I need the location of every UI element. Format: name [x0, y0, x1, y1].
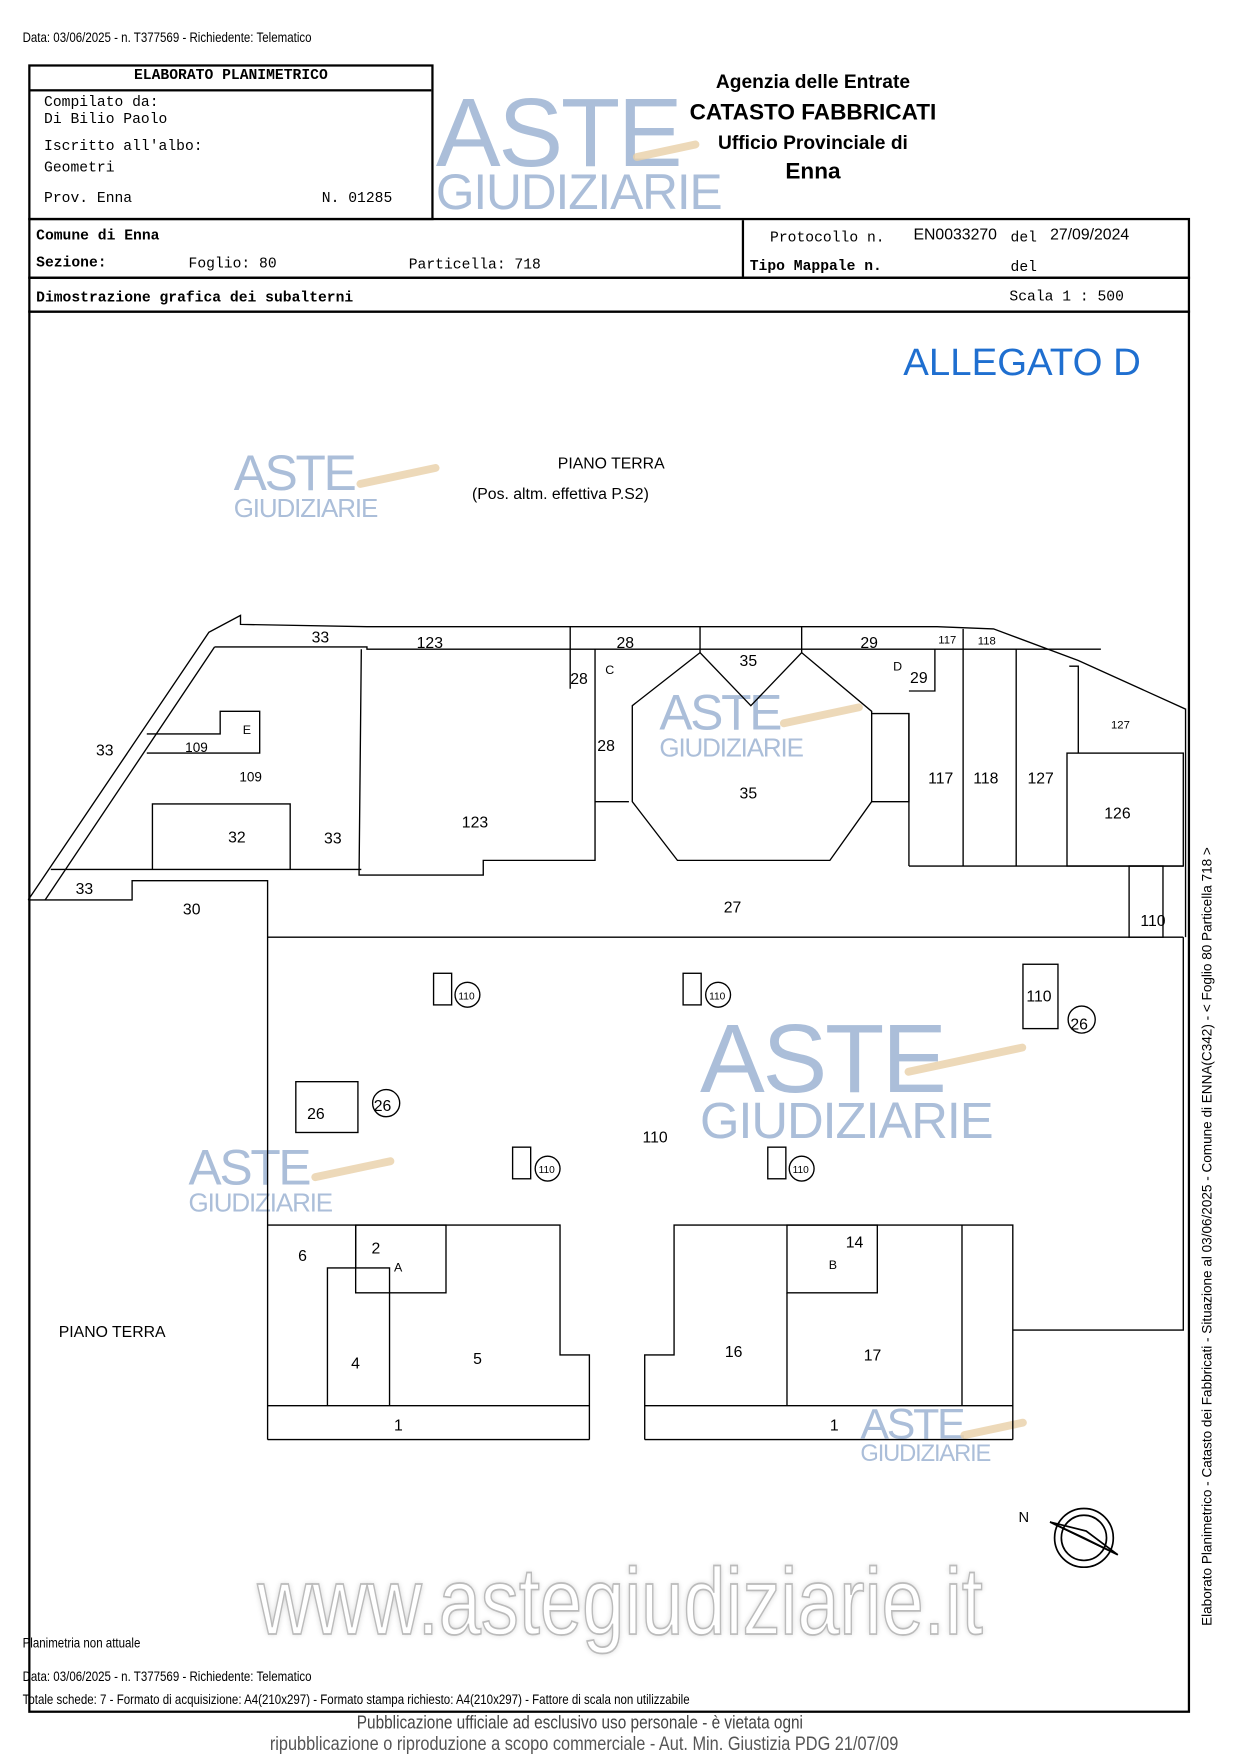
- plan-walls: [27, 614, 1187, 1441]
- label-14: 14: [846, 1235, 864, 1252]
- label-127: 127: [1111, 719, 1130, 731]
- label-33: 33: [324, 830, 342, 847]
- label-33: 33: [76, 881, 94, 898]
- label-109: 109: [239, 769, 262, 784]
- label-127: 127: [1027, 771, 1053, 788]
- label-29: 29: [910, 670, 928, 687]
- tipo-mappale: Tipo Mappale n.: [749, 257, 882, 275]
- protocollo-del: del: [1010, 229, 1037, 247]
- stair-label-b: B: [829, 1258, 837, 1272]
- label-110: 110: [793, 1165, 810, 1176]
- label-109: 109: [185, 740, 208, 755]
- header-line: Data: 03/06/2025 - n. T377569 - Richiede…: [22, 29, 312, 46]
- form-title: ELABORATO PLANIMETRICO: [30, 67, 432, 92]
- label-110: 110: [1140, 913, 1165, 930]
- dimostrazione: Dimostrazione grafica dei subalterni: [36, 289, 354, 306]
- floor-title-2: PIANO TERRA: [58, 1322, 166, 1341]
- floor-subtitle: (Pos. altm. effettiva P.S2): [471, 484, 649, 503]
- stair-label-a: A: [394, 1260, 403, 1274]
- comune: Comune di Enna: [36, 226, 160, 244]
- label-26: 110: [642, 1130, 667, 1147]
- watermark-site: www.astegiudiziarie.it: [257, 1547, 984, 1655]
- side-text: Elaborato Planimetrico - Catasto dei Fab…: [1199, 847, 1215, 1626]
- label-1: 1: [830, 1418, 839, 1435]
- label-27: 27: [724, 899, 742, 916]
- iscrizione-number: N. 01285: [321, 189, 393, 207]
- footer-data-line: Data: 03/06/2025 - n. T377569 - Richiede…: [22, 1668, 312, 1685]
- label-5: 5: [473, 1351, 482, 1368]
- label-123: 123: [417, 635, 444, 652]
- label-123: 123: [462, 815, 489, 832]
- label-4: 4: [351, 1355, 360, 1372]
- label-32: 32: [228, 829, 246, 846]
- drawing-frame: [28, 310, 1191, 1713]
- protocollo-value: EN0033270: [913, 224, 997, 243]
- stair-label-d: D: [893, 660, 902, 674]
- allegato-label: ALLEGATO D: [903, 340, 1141, 384]
- stair-label-e: E: [243, 723, 251, 737]
- label-6: 6: [298, 1248, 307, 1265]
- label-126: 126: [1104, 806, 1131, 823]
- label-29: 29: [860, 635, 878, 652]
- publication-notice-2: ripubblicazione o riproduzione a scopo c…: [269, 1733, 899, 1755]
- label-117: 117: [928, 771, 953, 788]
- ufficio: Ufficio Provinciale di: [718, 132, 908, 154]
- prov: Prov. Enna: [44, 189, 133, 207]
- albo: Geometri: [44, 159, 115, 177]
- label-110: 110: [709, 991, 726, 1002]
- floor-title: PIANO TERRA: [557, 453, 665, 472]
- label-28: 28: [597, 738, 615, 755]
- label-26: 26: [1070, 1017, 1088, 1034]
- foglio: Foglio: 80: [188, 255, 277, 273]
- scala: Scala 1 : 500: [1009, 287, 1124, 305]
- label-26: 26: [374, 1098, 392, 1115]
- north-label: N: [1018, 1510, 1029, 1526]
- label-110: 110: [1026, 989, 1051, 1006]
- label-110: 26: [307, 1106, 325, 1123]
- label-28: 28: [616, 635, 634, 652]
- publication-notice-1: Pubblicazione ufficiale ad esclusivo uso…: [356, 1713, 803, 1734]
- label-16: 16: [725, 1344, 743, 1361]
- compilato-label: Compilato da:: [44, 93, 159, 111]
- plan-labels: 33 123 28 35 29 117 118 33 109 109 28 28…: [76, 629, 1166, 1526]
- protocollo-label: Protocollo n.: [770, 229, 885, 247]
- label-117: 117: [938, 635, 956, 647]
- label-35: 35: [740, 785, 758, 802]
- label-33: 33: [312, 629, 330, 646]
- label-2: 2: [371, 1240, 380, 1257]
- label-1: 1: [394, 1418, 403, 1435]
- agency-name: Agenzia delle Entrate: [715, 71, 911, 93]
- particella: Particella: 718: [408, 256, 541, 274]
- stair-label-c: C: [605, 663, 614, 677]
- protocollo-date: 27/09/2024: [1050, 224, 1130, 243]
- label-110: 110: [458, 991, 475, 1002]
- label-118: 118: [973, 771, 998, 788]
- watermark-logo-top: ASTE GIUDIZIARIE: [435, 79, 723, 221]
- ufficio-city: Enna: [785, 159, 841, 185]
- label-17: 17: [864, 1348, 882, 1365]
- footer-totale: Totale schede: 7 - Formato di acquisizio…: [22, 1691, 690, 1708]
- tipo-del: del: [1010, 258, 1037, 276]
- iscritto-label: Iscritto all'albo:: [44, 137, 203, 155]
- catasto-title: CATASTO FABBRICATI: [689, 100, 937, 126]
- sezione: Sezione:: [36, 254, 107, 271]
- planimetria-note: Planimetria non attuale: [22, 1634, 141, 1651]
- label-110: 110: [539, 1165, 556, 1176]
- label-35: 35: [740, 653, 758, 670]
- label-33: 33: [96, 742, 114, 759]
- label-30: 30: [183, 902, 201, 919]
- compass-icon: [1049, 1507, 1119, 1569]
- compilato-name: Di Bilio Paolo: [44, 110, 168, 128]
- label-118: 118: [978, 636, 996, 648]
- label-28: 28: [570, 671, 588, 688]
